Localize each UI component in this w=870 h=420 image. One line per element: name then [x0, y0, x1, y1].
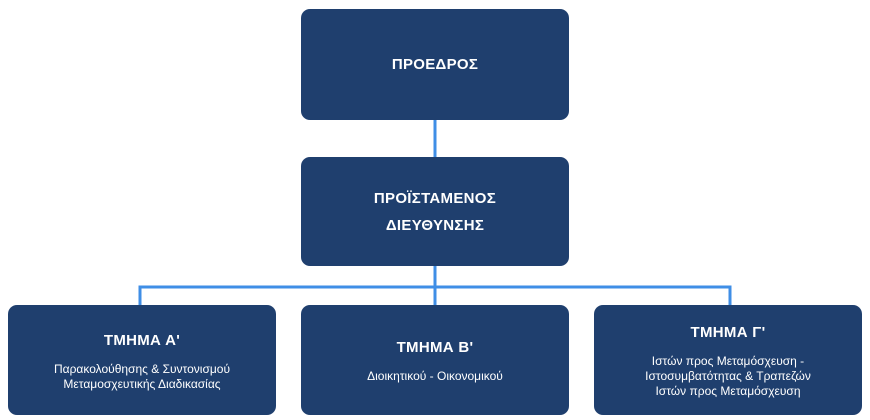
- president-box: ΠΡΟΕΔΡΟΣ: [301, 9, 569, 120]
- president-title: ΠΡΟΕΔΡΟΣ: [391, 55, 479, 73]
- department-b-box: ΤΜΗΜΑ Β' Διοικητικού - Οικονομικού: [301, 305, 569, 415]
- department-a-title: ΤΜΗΜΑ Α': [103, 331, 181, 349]
- department-a-desc-line-1: Παρακολούθησης & Συντονισμού: [53, 361, 231, 376]
- director-title-line-1: ΠΡΟΪΣΤΑΜΕΝΟΣ: [373, 189, 497, 207]
- department-c-desc-line-2: Ιστοσυμβατότητας & Τραπεζών: [645, 369, 811, 383]
- department-c-desc-line-3: Ιστών προς Μεταμόσχευση: [655, 384, 801, 398]
- department-a-desc-line-2: Μεταμοσχευτικής Διαδικασίας: [63, 376, 221, 391]
- department-c-box: ΤΜΗΜΑ Γ' Ιστών προς Μεταμόσχευση - Ιστοσ…: [594, 305, 862, 415]
- department-a-description: Παρακολούθησης & Συντονισμού Μεταμοσχευτ…: [44, 362, 240, 392]
- department-a-box: ΤΜΗΜΑ Α' Παρακολούθησης & Συντονισμού Με…: [8, 305, 276, 415]
- director-title-line-2: ΔΙΕΥΘΥΝΣΗΣ: [385, 216, 485, 234]
- department-b-title: ΤΜΗΜΑ Β': [396, 339, 474, 356]
- department-c-description: Ιστών προς Μεταμόσχευση - Ιστοσυμβατότητ…: [635, 354, 821, 399]
- director-box: ΠΡΟΪΣΤΑΜΕΝΟΣ ΔΙΕΥΘΥΝΣΗΣ: [301, 157, 569, 266]
- department-b-desc-line-1: Διοικητικού - Οικονομικού: [367, 369, 503, 383]
- department-c-desc-line-1: Ιστών προς Μεταμόσχευση -: [651, 354, 805, 368]
- department-c-title: ΤΜΗΜΑ Γ': [690, 324, 766, 341]
- department-b-description: Διοικητικού - Οικονομικού: [357, 369, 513, 384]
